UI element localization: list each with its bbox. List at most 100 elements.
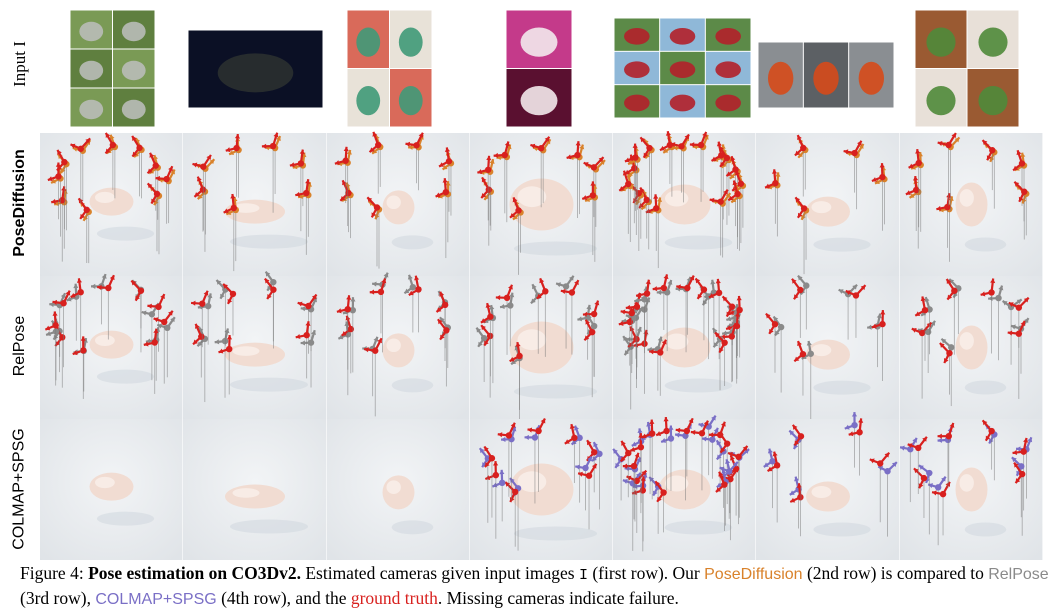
camera-ground-truth bbox=[366, 196, 381, 267]
camera-ground-truth bbox=[766, 451, 781, 523]
camera-ground-truth bbox=[52, 290, 71, 368]
object-bench bbox=[89, 187, 134, 216]
object-plant bbox=[955, 467, 988, 512]
object-bench bbox=[89, 472, 134, 501]
camera-ground-truth bbox=[652, 274, 669, 331]
camera-ground-truth bbox=[223, 193, 237, 272]
camera-ground-truth bbox=[509, 341, 523, 410]
figure-caption: Figure 4: Pose estimation on CO3Dv2. Est… bbox=[20, 562, 1050, 611]
camera-ground-truth bbox=[789, 483, 804, 537]
camera-ground-truth bbox=[70, 137, 91, 204]
camera-ground-truth bbox=[727, 180, 741, 250]
camera-ground-truth bbox=[791, 278, 804, 338]
camera-ground-truth bbox=[689, 131, 708, 202]
camera-ground-truth bbox=[676, 275, 695, 335]
input-thumbnail-plant bbox=[915, 10, 1019, 127]
camera-relpose bbox=[49, 292, 67, 357]
object-plant bbox=[955, 182, 988, 227]
camera-ground-truth bbox=[871, 163, 886, 231]
object-bicycle bbox=[225, 342, 285, 367]
caption-text6: . Missing cameras indicate failure. bbox=[437, 588, 679, 608]
camera-ground-truth bbox=[225, 133, 241, 197]
camera-ground-truth bbox=[980, 278, 996, 354]
input-thumbnail-car bbox=[614, 18, 751, 118]
camera-ground-truth bbox=[222, 283, 237, 336]
camera-ground-truth bbox=[336, 295, 352, 370]
camera-ground-truth bbox=[566, 141, 581, 219]
object-motorcycle bbox=[806, 196, 850, 227]
caption-relpose: RelPose bbox=[988, 566, 1049, 583]
camera-colmap bbox=[492, 469, 506, 522]
object-bicycle bbox=[225, 484, 285, 509]
object-cake bbox=[509, 321, 574, 374]
camera-relpose bbox=[197, 293, 213, 345]
object-car bbox=[658, 327, 711, 368]
input-thumbnail-cake bbox=[506, 10, 572, 127]
camera-ground-truth bbox=[261, 132, 279, 213]
camera-ground-truth bbox=[147, 293, 166, 352]
panel-relpose-motorcycle bbox=[756, 274, 901, 420]
camera-ground-truth bbox=[104, 132, 117, 190]
camera-ground-truth bbox=[869, 451, 891, 523]
panel-relpose-bicycle bbox=[183, 270, 328, 419]
camera-ground-truth bbox=[218, 335, 233, 395]
panel-colmap-cake bbox=[470, 418, 614, 560]
camera-ground-truth bbox=[72, 336, 87, 399]
camera-ground-truth bbox=[905, 175, 920, 231]
panel-relpose-car bbox=[613, 274, 757, 419]
panel-relpose-cake bbox=[470, 275, 614, 424]
object-broccoli bbox=[382, 333, 415, 368]
camera-relpose bbox=[215, 279, 229, 346]
camera-ground-truth bbox=[509, 197, 522, 275]
input-thumbnail-motorcycle bbox=[758, 42, 894, 108]
camera-ground-truth bbox=[289, 149, 305, 232]
camera-ground-truth bbox=[908, 148, 922, 228]
camera-ground-truth bbox=[497, 422, 516, 497]
camera-ground-truth bbox=[369, 278, 387, 334]
panel-colmap-motorcycle bbox=[756, 412, 901, 560]
panel-relpose-bench bbox=[40, 273, 184, 419]
camera-ground-truth bbox=[560, 279, 580, 355]
panel-posediffusion-car bbox=[613, 130, 757, 276]
panel-posediffusion-bench bbox=[40, 132, 184, 276]
panel-relpose-broccoli bbox=[327, 272, 471, 419]
camera-ground-truth bbox=[130, 279, 145, 353]
camera-colmap bbox=[1011, 456, 1025, 518]
panel-posediffusion-cake bbox=[470, 133, 614, 276]
camera-ground-truth bbox=[641, 419, 656, 500]
caption-text4: (3rd row), bbox=[20, 588, 96, 608]
camera-relpose bbox=[499, 292, 515, 347]
camera-ground-truth bbox=[495, 284, 513, 355]
camera-relpose bbox=[772, 315, 785, 393]
panel-colmap-bench bbox=[40, 419, 184, 560]
camera-ground-truth bbox=[405, 132, 424, 184]
figure: Input I PoseDiffusion RelPose COLMAP+SPS… bbox=[10, 10, 1044, 560]
camera-ground-truth bbox=[536, 277, 549, 357]
caption-text3: (2nd row) is compared to bbox=[802, 563, 989, 583]
camera-ground-truth bbox=[297, 293, 318, 354]
caption-ground-truth: ground truth bbox=[350, 588, 438, 608]
camera-relpose bbox=[403, 274, 417, 333]
panel-posediffusion-motorcycle bbox=[756, 133, 901, 276]
camera-ground-truth bbox=[480, 302, 494, 377]
camera-ground-truth bbox=[1012, 437, 1029, 511]
camera-ground-truth bbox=[435, 178, 450, 259]
camera-colmap bbox=[591, 441, 603, 510]
camera-ground-truth bbox=[845, 284, 867, 338]
caption-figure-label: Figure 4: bbox=[20, 563, 84, 583]
camera-ground-truth bbox=[192, 323, 205, 378]
camera-ground-truth bbox=[483, 445, 496, 518]
panel-posediffusion-bicycle bbox=[183, 132, 328, 276]
camera-ground-truth bbox=[581, 181, 597, 256]
camera-ground-truth bbox=[654, 480, 667, 533]
object-bicycle bbox=[225, 199, 285, 224]
panel-colmap-bicycle bbox=[183, 419, 328, 560]
camera-relpose bbox=[555, 275, 575, 349]
camera-ground-truth bbox=[624, 143, 639, 211]
camera-ground-truth bbox=[793, 340, 807, 396]
camera-ground-truth bbox=[192, 154, 212, 231]
camera-ground-truth bbox=[843, 140, 863, 193]
camera-ground-truth bbox=[619, 440, 632, 498]
camera-ground-truth bbox=[620, 300, 640, 374]
camera-ground-truth bbox=[191, 290, 209, 348]
